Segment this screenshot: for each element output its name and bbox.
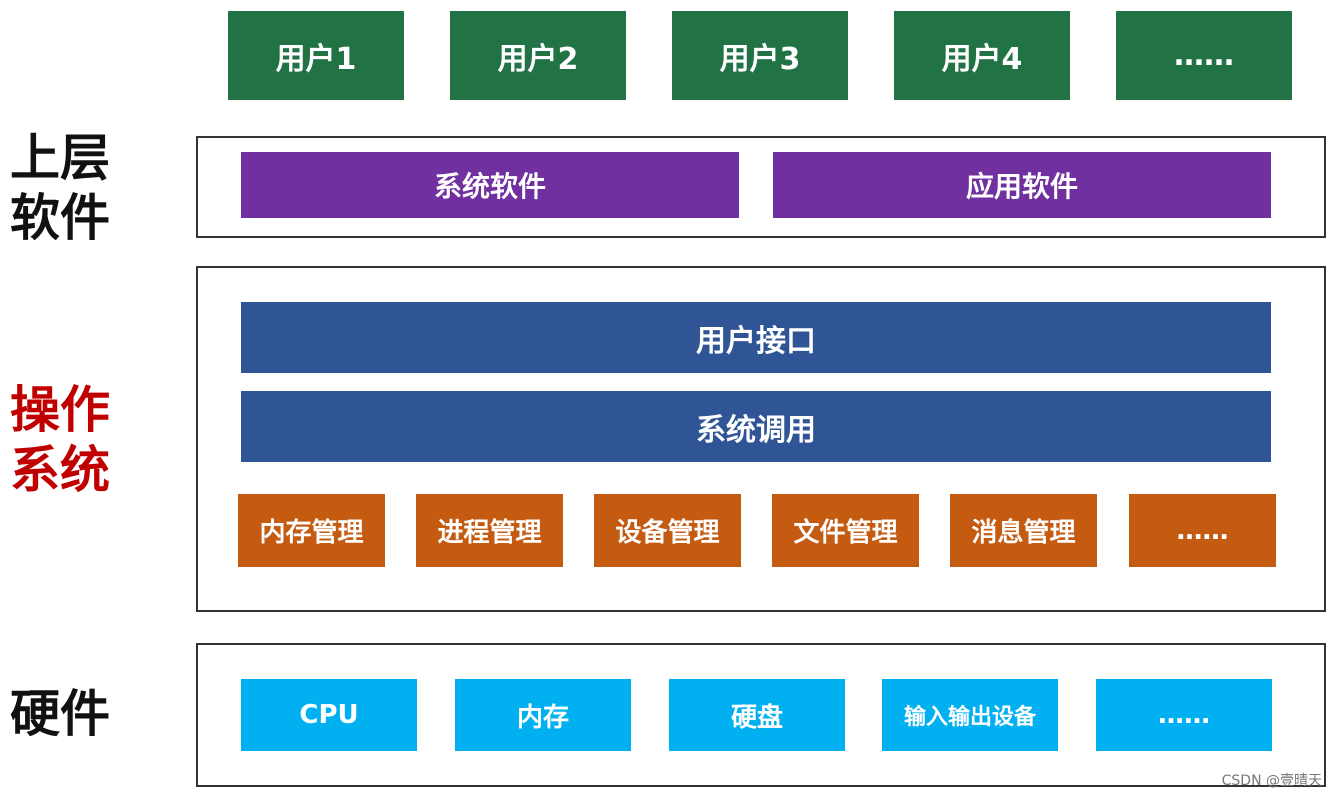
device-management-box: 设备管理 (594, 494, 741, 567)
cpu-box: CPU (241, 679, 417, 751)
message-management-box: 消息管理 (950, 494, 1097, 567)
system-software-box: 系统软件 (241, 152, 739, 218)
process-management-box: 进程管理 (416, 494, 563, 567)
hardware-more-box: …… (1096, 679, 1272, 751)
os-label: 操作 系统 (10, 380, 130, 500)
system-call-layer: 系统调用 (241, 391, 1271, 462)
upper-software-label-line1: 上层 (10, 129, 110, 187)
memory-box: 内存 (455, 679, 631, 751)
memory-management-box: 内存管理 (238, 494, 385, 567)
upper-software-label: 上层 软件 (10, 128, 130, 248)
user-box: 用户1 (228, 11, 404, 100)
user-box: 用户4 (894, 11, 1070, 100)
os-label-line1: 操作 (10, 381, 110, 439)
io-device-box: 输入输出设备 (882, 679, 1058, 751)
disk-box: 硬盘 (669, 679, 845, 751)
module-more-box: …… (1129, 494, 1276, 567)
application-software-box: 应用软件 (773, 152, 1271, 218)
watermark: CSDN @壹晴天 (1221, 773, 1322, 789)
upper-software-label-line2: 软件 (10, 189, 110, 247)
user-box: 用户2 (450, 11, 626, 100)
os-label-line2: 系统 (10, 441, 110, 499)
user-box: 用户3 (672, 11, 848, 100)
user-interface-layer: 用户接口 (241, 302, 1271, 373)
user-box-more: …… (1116, 11, 1292, 100)
hardware-label-line1: 硬件 (10, 685, 110, 743)
file-management-box: 文件管理 (772, 494, 919, 567)
hardware-label: 硬件 (10, 684, 130, 744)
